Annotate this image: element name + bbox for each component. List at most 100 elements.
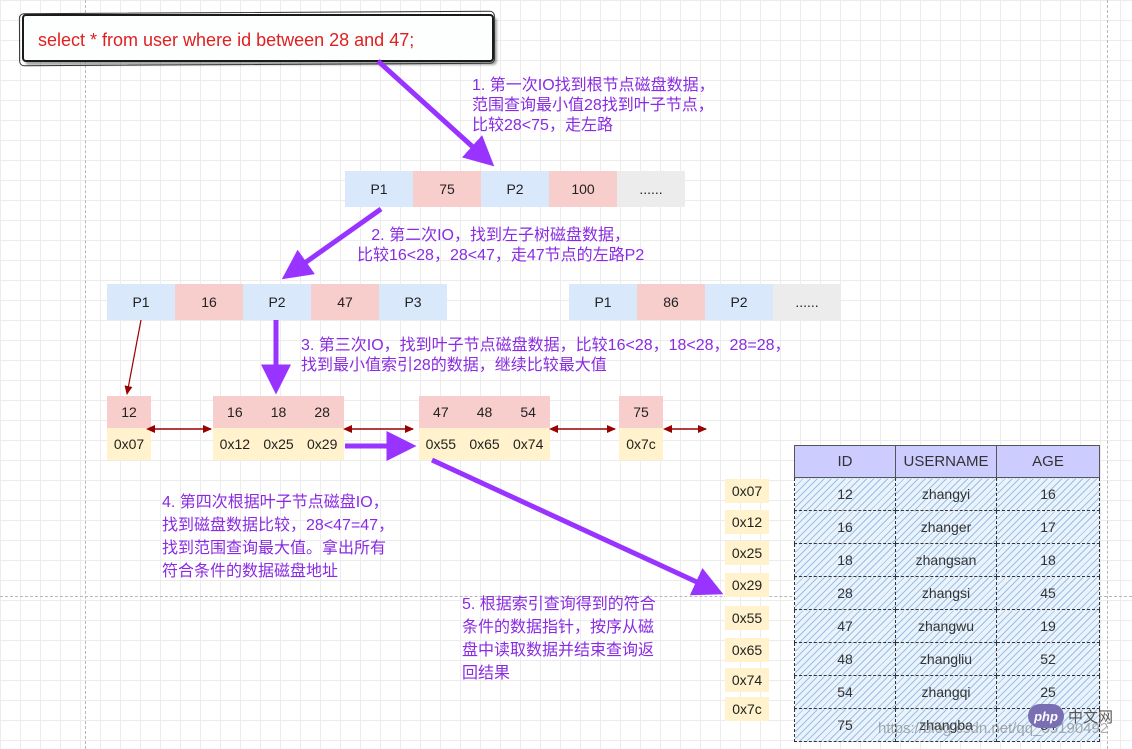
leaf-key: 54 xyxy=(506,396,551,428)
address-item: 0x07 xyxy=(725,479,769,503)
cell-age: 25 xyxy=(996,675,1100,709)
leaf-key: 75 xyxy=(619,396,663,428)
sql-query-text: select * from user where id between 28 a… xyxy=(38,30,415,50)
step-2-line: 2. 第二次IO，找到左子树磁盘数据， xyxy=(371,227,630,244)
leaf-address: 0x7c xyxy=(619,428,663,460)
address-item: 0x7c xyxy=(725,697,769,721)
leaf-node-1: 12 0x07 xyxy=(107,396,151,460)
address-item: 0x55 xyxy=(725,606,769,630)
leaf-key: 18 xyxy=(256,396,301,428)
step-4-annotation: 4. 第四次根据叶子节点磁盘IO， 找到磁盘数据比较，28<47=47， 找到范… xyxy=(162,491,394,583)
level2-right-key-86: 86 xyxy=(637,284,705,320)
leaf-address: 0x29 xyxy=(300,428,345,460)
step-2-line: 比较16<28，28<47，走47节点的左路P2 xyxy=(357,247,645,264)
cell-id: 16 xyxy=(794,510,896,544)
cell-username: zhanger xyxy=(895,510,997,544)
cell-username: zhangsi xyxy=(895,576,997,610)
cell-id: 12 xyxy=(794,477,896,511)
address-item: 0x65 xyxy=(725,638,769,662)
level2-right-node: P1 86 P2 ...... xyxy=(569,284,841,320)
step-5-annotation: 5. 根据索引查询得到的符合 条件的数据指针，按序从磁 盘中读取数据并结束查询返… xyxy=(462,593,656,685)
level2-left-key-47: 47 xyxy=(311,284,379,320)
step-1-line: 比较28<75，走左路 xyxy=(472,117,613,134)
step-1-line: 范围查询最小值28找到叶子节点， xyxy=(472,97,714,114)
step-3-annotation: 3. 第三次IO，找到叶子节点磁盘数据，比较16<28，18<28，28=28，… xyxy=(301,336,791,376)
cell-id: 75 xyxy=(794,708,896,742)
step-3-line: 3. 第三次IO，找到叶子节点磁盘数据，比较16<28，18<28，28=28， xyxy=(301,337,791,354)
sql-query-box: select * from user where id between 28 a… xyxy=(22,14,494,62)
child-pointer-arrow xyxy=(124,319,142,395)
cell-username: zhangyi xyxy=(895,477,997,511)
guide-line-vertical xyxy=(1107,0,1108,749)
step-2-annotation: 2. 第二次IO，找到左子树磁盘数据， 比较16<28，28<47，走47节点的… xyxy=(357,226,644,266)
level2-left-pointer-p2: P2 xyxy=(243,284,311,320)
leaf-node-3: 47 48 54 0x55 0x65 0x74 xyxy=(419,396,551,460)
address-item: 0x12 xyxy=(725,510,769,534)
cell-id: 54 xyxy=(794,675,896,709)
level2-right-more: ...... xyxy=(773,284,841,320)
root-key-75: 75 xyxy=(413,171,481,207)
leaf-address: 0x55 xyxy=(419,428,463,460)
step-1-annotation: 1. 第一次IO找到根节点磁盘数据， 范围查询最小值28找到叶子节点， 比较28… xyxy=(472,76,715,136)
step-5-line: 盘中读取数据并结束查询返 xyxy=(462,642,655,659)
leaf-key: 28 xyxy=(300,396,345,428)
step-4-line: 找到范围查询最大值。拿出所有 xyxy=(162,540,387,557)
guide-line-vertical xyxy=(85,0,86,749)
leaf-address: 0x65 xyxy=(462,428,507,460)
cell-id: 48 xyxy=(794,642,896,676)
leaf-key: 47 xyxy=(419,396,463,428)
root-more: ...... xyxy=(617,171,685,207)
cell-id: 28 xyxy=(794,576,896,610)
cell-age: 17 xyxy=(996,510,1100,544)
address-item: 0x25 xyxy=(725,541,769,565)
level2-left-pointer-p1: P1 xyxy=(107,284,175,320)
guide-line-horizontal xyxy=(0,596,1132,597)
site-logo: php 中文网 xyxy=(1028,704,1113,728)
cell-username: zhangliu xyxy=(895,642,997,676)
level2-left-node: P1 16 P2 47 P3 xyxy=(107,284,447,320)
logo-text: 中文网 xyxy=(1068,708,1114,726)
header-username: USERNAME xyxy=(895,445,997,478)
root-node: P1 75 P2 100 ...... xyxy=(345,171,685,207)
header-age: AGE xyxy=(996,445,1100,478)
step-arrow-5 xyxy=(430,457,724,596)
leaf-key: 16 xyxy=(213,396,257,428)
leaf-address: 0x12 xyxy=(213,428,257,460)
level2-left-key-16: 16 xyxy=(175,284,243,320)
step-5-line: 回结果 xyxy=(462,665,511,682)
step-arrow-1 xyxy=(376,59,495,167)
cell-username: zhangqi xyxy=(895,675,997,709)
root-pointer-p2: P2 xyxy=(481,171,549,207)
php-logo-icon: php xyxy=(1028,704,1064,728)
cell-username: zhangsan xyxy=(895,543,997,577)
leaf-key: 48 xyxy=(462,396,507,428)
root-key-100: 100 xyxy=(549,171,617,207)
address-item: 0x74 xyxy=(725,668,769,692)
step-arrow-2 xyxy=(281,206,383,280)
step-4-line: 找到磁盘数据比较，28<47=47， xyxy=(162,517,395,534)
leaf-address: 0x07 xyxy=(107,428,151,460)
leaf-address: 0x74 xyxy=(506,428,551,460)
root-pointer-p1: P1 xyxy=(345,171,413,207)
level2-right-pointer-p2: P2 xyxy=(705,284,773,320)
cell-age: 18 xyxy=(996,543,1100,577)
step-5-line: 条件的数据指针，按序从磁 xyxy=(462,619,655,636)
cell-age: 52 xyxy=(996,642,1100,676)
level2-right-pointer-p1: P1 xyxy=(569,284,637,320)
step-3-line: 找到最小值索引28的数据，继续比较最大值 xyxy=(301,357,607,374)
step-5-line: 5. 根据索引查询得到的符合 xyxy=(462,596,656,613)
cell-age: 45 xyxy=(996,576,1100,610)
level2-left-pointer-p3: P3 xyxy=(379,284,447,320)
leaf-node-4: 75 0x7c xyxy=(619,396,663,460)
step-4-line: 符合条件的数据磁盘地址 xyxy=(162,563,339,580)
cell-age: 19 xyxy=(996,609,1100,643)
leaf-key: 12 xyxy=(107,396,151,428)
step-4-line: 4. 第四次根据叶子节点磁盘IO， xyxy=(162,494,389,511)
